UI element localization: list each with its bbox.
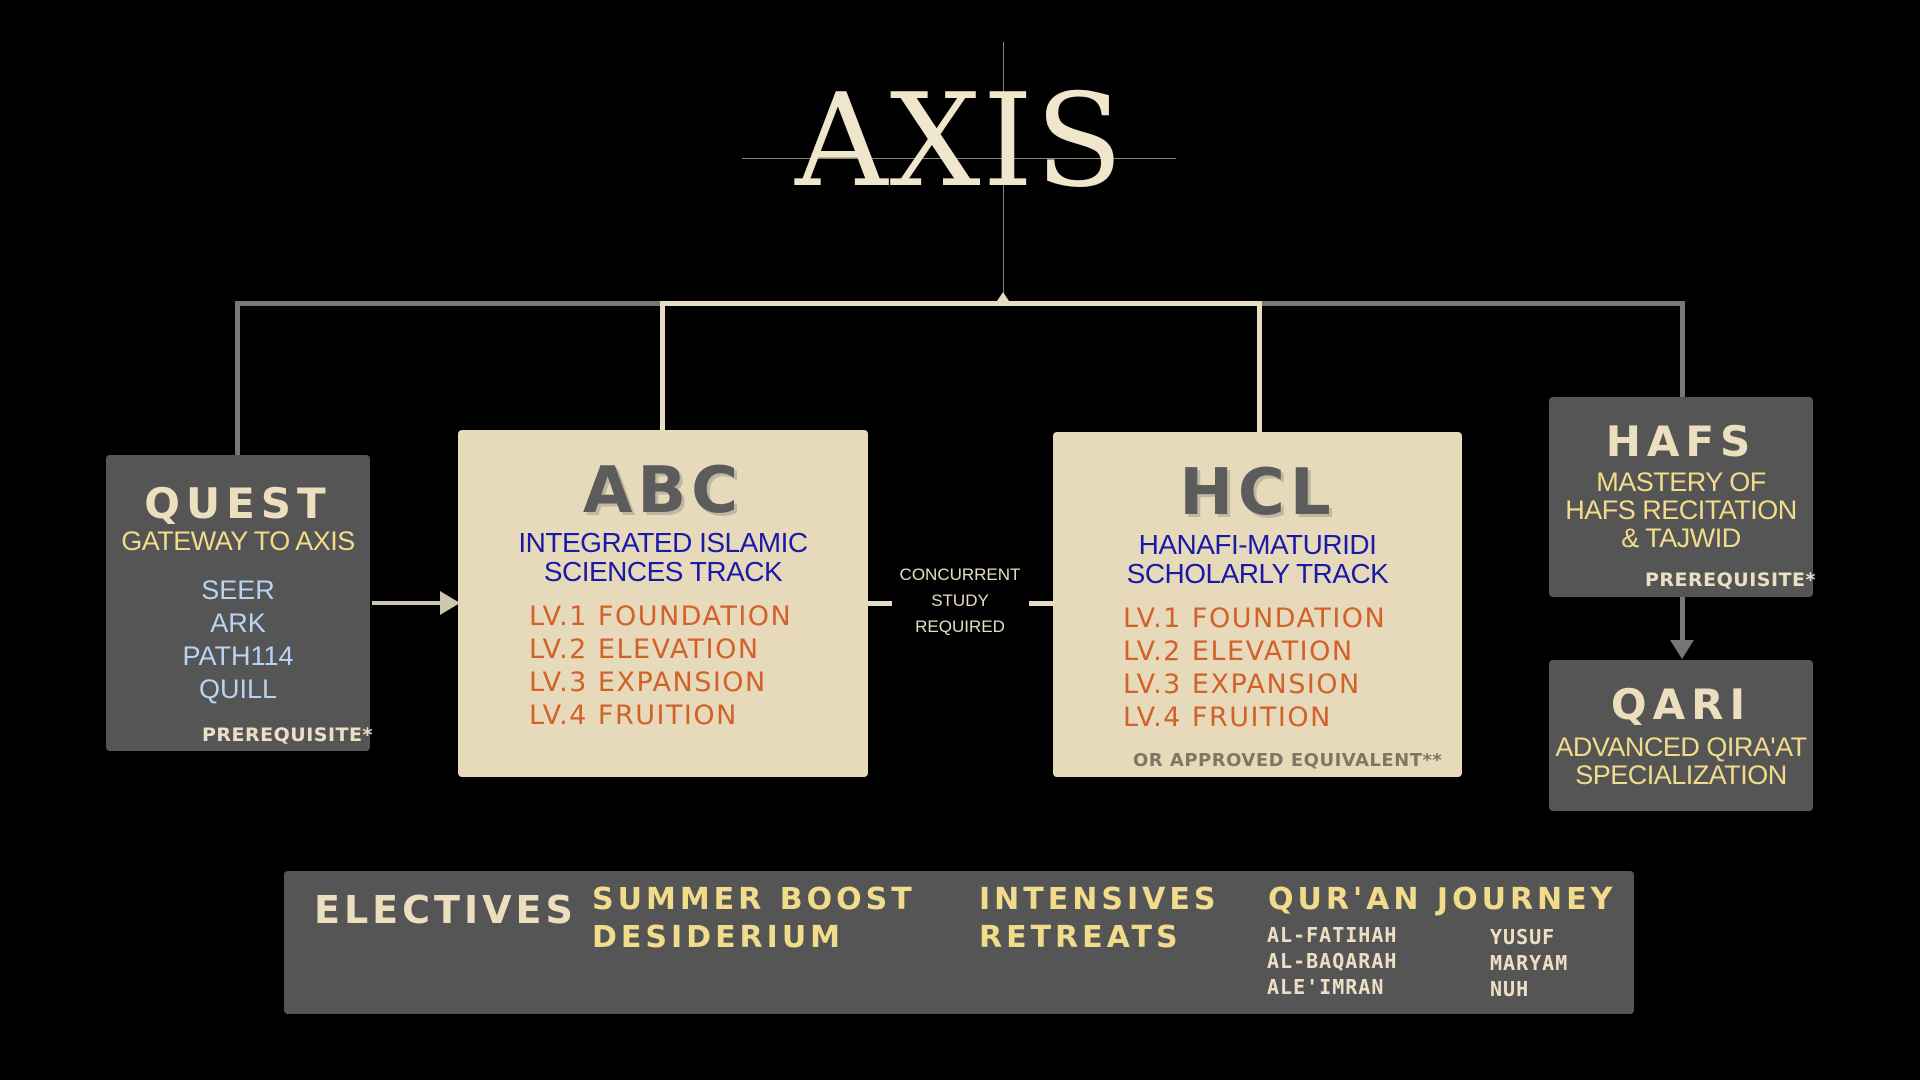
quest-to-abc-arrow-line xyxy=(372,601,442,605)
connector-apex-marker xyxy=(997,292,1009,301)
quran-surah-al-baqarah: AL-BAQARAH xyxy=(1267,949,1398,973)
quest-item-ark: ARK xyxy=(210,608,266,638)
hcl-level-1: LV.1 FOUNDATION xyxy=(1123,603,1387,634)
quran-surah-nuh: NUH xyxy=(1490,977,1530,1001)
qari-box: QARI ADVANCED QIRA'AT SPECIALIZATION xyxy=(1549,660,1813,811)
quest-item-seer: SEER xyxy=(201,575,275,605)
electives-heading: ELECTIVES xyxy=(314,888,577,932)
connector-inner-top xyxy=(660,301,1262,306)
concurrent-study-label: CONCURRENT STUDY REQUIRED xyxy=(880,562,1040,640)
abc-concurrent-line xyxy=(868,601,892,606)
quran-journey-heading: QUR'AN JOURNEY xyxy=(1268,882,1617,917)
quran-journey-column-1: AL-FATIHAH AL-BAQARAH ALE'IMRAN xyxy=(1267,922,1397,1000)
qari-subtitle-line-2: SPECIALIZATION xyxy=(1575,760,1787,790)
hcl-subtitle-line-1: HANAFI-MATURIDI xyxy=(1138,529,1377,560)
qari-subtitle-line-1: ADVANCED QIRA'AT xyxy=(1555,732,1807,762)
quran-journey-column-2: YUSUF MARYAM NUH xyxy=(1490,924,1568,1002)
connector-hafs-drop xyxy=(1680,301,1685,397)
abc-heading: ABC xyxy=(582,454,744,528)
hafs-subtitle-line-1: MASTERY OF xyxy=(1596,467,1766,497)
quest-box: QUEST GATEWAY TO AXIS SEER ARK PATH114 Q… xyxy=(106,455,373,751)
hafs-heading: HAFS xyxy=(1605,417,1757,466)
hafs-prerequisite-note: PREREQUISITE* xyxy=(1645,569,1816,591)
page-title: AXIS xyxy=(795,67,1125,216)
abc-level-2: LV.2 ELEVATION xyxy=(529,634,760,665)
hcl-levels-list: LV.1 FOUNDATION LV.2 ELEVATION LV.3 EXPA… xyxy=(1123,602,1386,734)
quran-surah-yusuf: YUSUF xyxy=(1490,925,1556,949)
quest-prerequisite-note: PREREQUISITE* xyxy=(202,724,373,746)
qari-heading: QARI xyxy=(1610,680,1752,729)
hcl-heading: HCL xyxy=(1179,456,1336,530)
hafs-subtitle-line-3: & TAJWID xyxy=(1621,523,1741,553)
arrow-right-icon xyxy=(440,591,460,615)
abc-level-4: LV.4 FRUITION xyxy=(529,700,738,731)
hcl-level-4: LV.4 FRUITION xyxy=(1123,702,1332,733)
abc-level-3: LV.3 EXPANSION xyxy=(529,667,767,698)
elective-summer-boost: SUMMER BOOST xyxy=(592,882,916,917)
connector-hcl-drop xyxy=(1257,301,1262,435)
concurrent-line-3: REQUIRED xyxy=(915,617,1005,636)
quran-surah-al-fatihah: AL-FATIHAH xyxy=(1267,923,1398,947)
hafs-subtitle-line-2: HAFS RECITATION xyxy=(1565,495,1797,525)
connector-quest-drop xyxy=(235,301,240,456)
elective-desiderium: DESIDERIUM xyxy=(592,920,845,955)
electives-group-1: SUMMER BOOST DESIDERIUM xyxy=(592,881,916,957)
hcl-equivalent-note: OR APPROVED EQUIVALENT** xyxy=(1133,750,1443,771)
title-vertical-line xyxy=(1003,42,1004,297)
elective-intensives: INTENSIVES xyxy=(979,882,1220,917)
quest-subtitle: GATEWAY TO AXIS xyxy=(121,526,355,556)
electives-group-2: INTENSIVES RETREATS xyxy=(979,881,1219,957)
arrow-down-icon xyxy=(1670,640,1694,659)
hcl-box: HCL HANAFI-MATURIDI SCHOLARLY TRACK LV.1… xyxy=(1053,432,1462,777)
quest-heading: QUEST xyxy=(144,479,332,528)
hafs-to-qari-arrow-line xyxy=(1680,597,1685,642)
hafs-box: HAFS MASTERY OF HAFS RECITATION & TAJWID… xyxy=(1549,397,1816,597)
electives-bar: ELECTIVES SUMMER BOOST DESIDERIUM INTENS… xyxy=(284,871,1634,1014)
concurrent-line-1: CONCURRENT xyxy=(899,565,1021,584)
hcl-subtitle-line-2: SCHOLARLY TRACK xyxy=(1126,558,1389,589)
concurrent-line-2: STUDY xyxy=(931,591,989,610)
quest-item-path114: PATH114 xyxy=(182,641,294,671)
connector-abc-drop xyxy=(660,301,665,432)
quran-surah-maryam: MARYAM xyxy=(1490,951,1569,975)
quran-surah-ale-imran: ALE'IMRAN xyxy=(1267,975,1385,999)
abc-level-1: LV.1 FOUNDATION xyxy=(529,601,793,632)
title-horizontal-line xyxy=(742,158,1176,159)
abc-levels-list: LV.1 FOUNDATION LV.2 ELEVATION LV.3 EXPA… xyxy=(529,600,792,732)
hcl-level-3: LV.3 EXPANSION xyxy=(1123,669,1361,700)
elective-retreats: RETREATS xyxy=(979,920,1182,955)
hcl-concurrent-line xyxy=(1029,601,1053,606)
abc-subtitle-line-1: INTEGRATED ISLAMIC xyxy=(518,527,808,558)
hcl-level-2: LV.2 ELEVATION xyxy=(1123,636,1354,667)
abc-box: ABC INTEGRATED ISLAMIC SCIENCES TRACK LV… xyxy=(458,430,868,777)
quest-item-quill: QUILL xyxy=(198,674,278,704)
abc-subtitle-line-2: SCIENCES TRACK xyxy=(543,556,783,587)
